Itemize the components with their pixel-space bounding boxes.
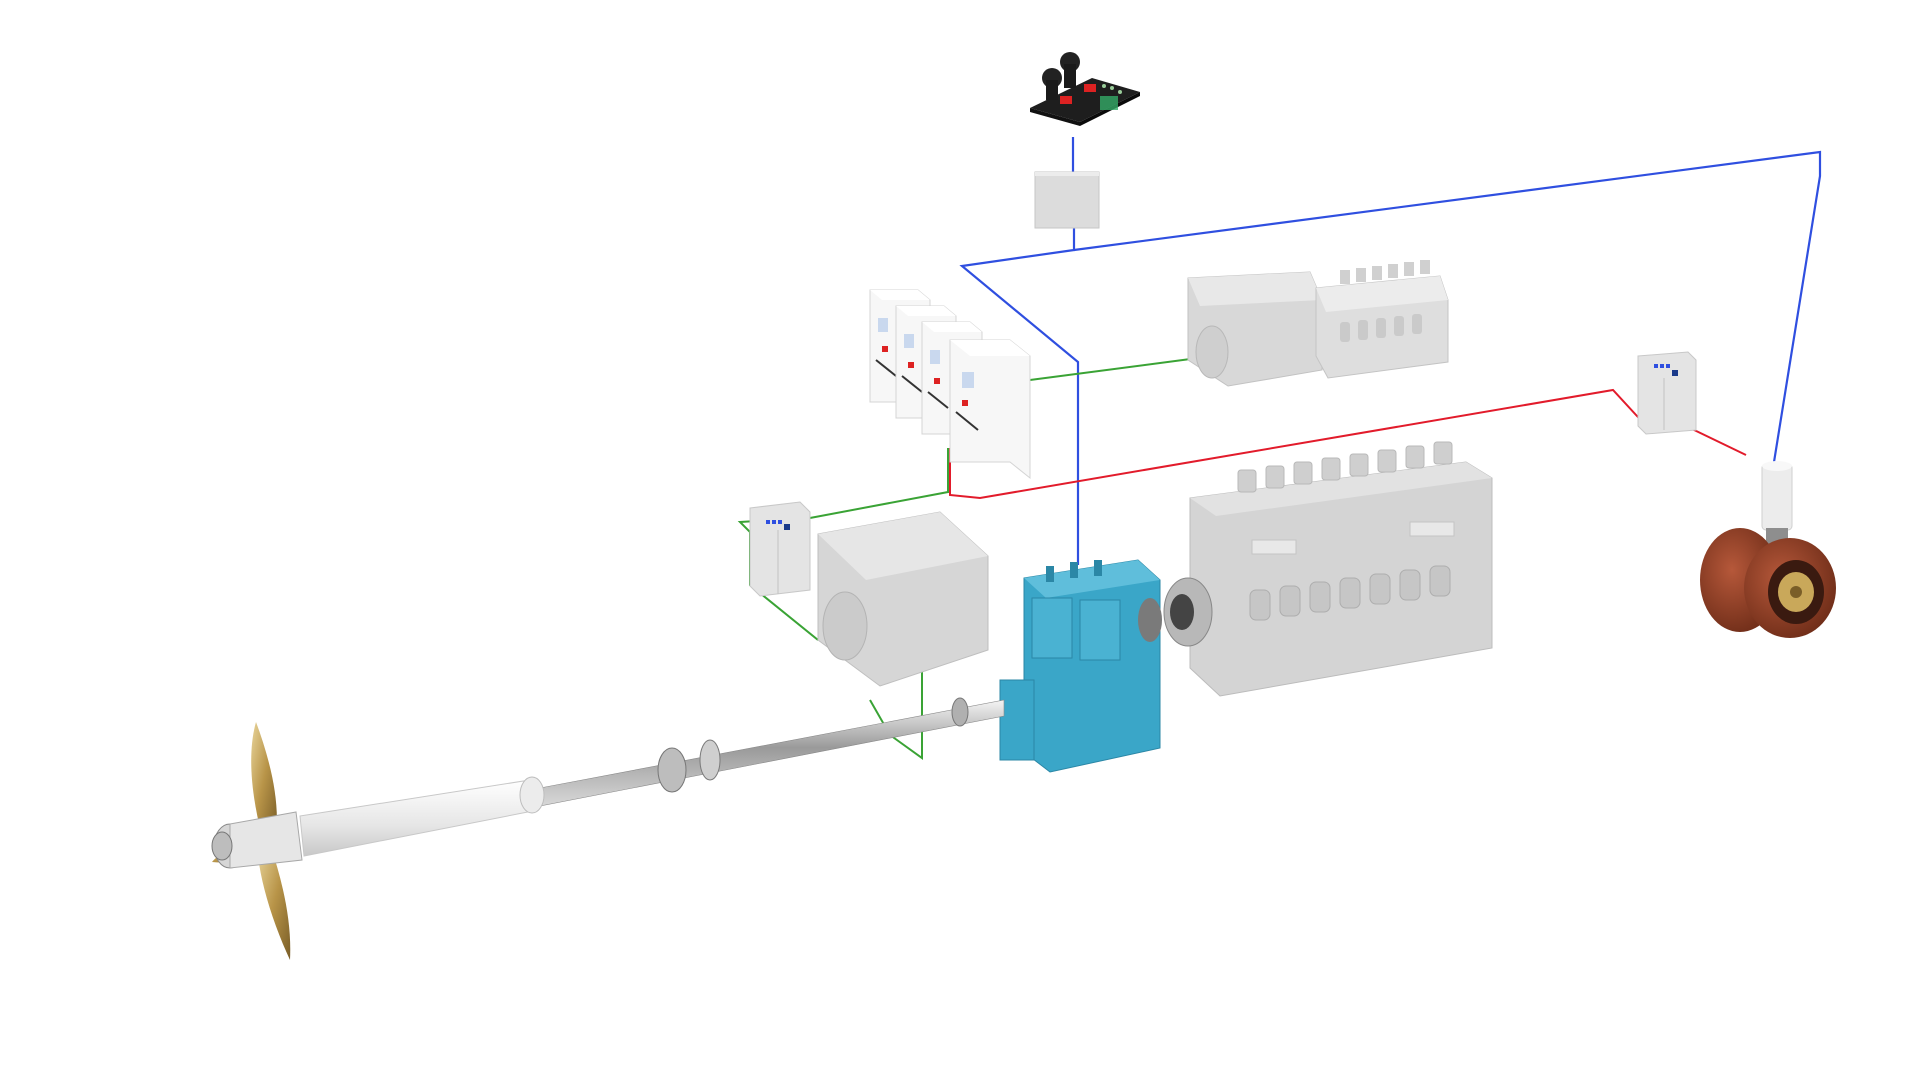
power-line-switchboard-to-thruster-cabinet xyxy=(949,388,1649,500)
shaft-generator xyxy=(817,511,989,687)
main-engine xyxy=(1163,441,1493,697)
shaft-generator-control-cabinet xyxy=(749,501,811,597)
engine-cylinder-heads xyxy=(1237,441,1453,493)
aux-engine xyxy=(1315,260,1449,379)
power-line-cabinet-to-thruster xyxy=(1689,427,1747,456)
stern-tube xyxy=(299,776,545,857)
control-line-box-to-gearbox xyxy=(959,228,1080,565)
engine-crankcase-doors xyxy=(1249,565,1451,621)
propeller-shaft xyxy=(539,697,1005,807)
reduction-gearbox xyxy=(999,559,1162,773)
control-lines xyxy=(959,137,1822,565)
aux-generator xyxy=(1187,271,1323,387)
power-line-switchboard-to-genset xyxy=(1029,357,1199,381)
tunnel-thruster xyxy=(1700,461,1836,638)
thruster-control-cabinet xyxy=(1637,351,1697,435)
control-line-box-to-thruster xyxy=(1073,150,1822,463)
bridge-junction-box xyxy=(1034,171,1100,229)
power-lines-red xyxy=(949,388,1747,500)
switchboard-cabinets xyxy=(869,289,1031,480)
bridge-control-panel xyxy=(1030,52,1140,126)
propeller xyxy=(211,722,303,960)
power-line-shaftgen-loop xyxy=(869,668,923,760)
switchboard-cabinet-4 xyxy=(949,339,1031,480)
auxiliary-genset xyxy=(1187,260,1449,387)
